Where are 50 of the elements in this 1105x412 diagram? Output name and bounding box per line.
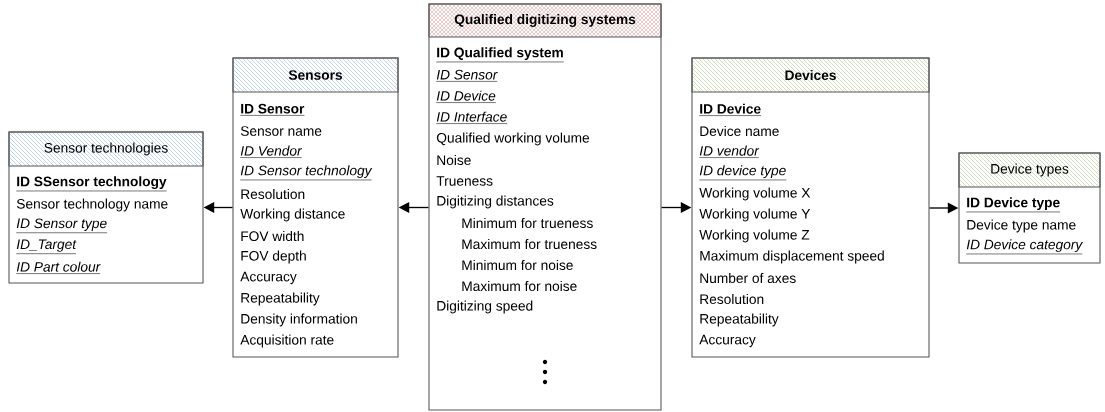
field-text: Repeatability — [700, 313, 779, 327]
field-text: Resolution — [700, 293, 764, 305]
field-text: Working volume Z — [699, 229, 810, 243]
field-text: Repeatability — [241, 292, 320, 306]
field-text: ID Device — [699, 103, 762, 116]
field-text: ID Qualified system — [436, 47, 564, 63]
field-text: Sensor name — [240, 126, 322, 136]
field-text: Working volume X — [699, 187, 811, 201]
field-text: Minimum for trueness — [462, 217, 593, 229]
field-text: ID Interface — [436, 111, 508, 124]
field-text: ID Sensor — [240, 103, 305, 116]
field-text: Number of axes — [700, 272, 796, 284]
field-text: FOV width — [241, 230, 304, 242]
field-text: Digitizing distances — [437, 195, 554, 209]
field-text: Device type name — [967, 219, 1076, 233]
field-text: Working distance — [240, 208, 345, 222]
field-text: Minimum for noise — [462, 259, 573, 271]
field-text: ID Part colour — [16, 261, 101, 274]
field-text: Working volume Y — [699, 208, 811, 222]
field-text: ID Sensor technology — [240, 165, 373, 181]
field-text: Qualified working volume — [436, 132, 590, 146]
table-header: Device types — [958, 152, 1101, 188]
field-text: ID_Target — [16, 239, 77, 254]
field-text: Accuracy — [699, 334, 756, 348]
field-text: Sensor technology name — [16, 198, 168, 212]
field-text: Digitizing speed — [437, 300, 533, 314]
field-text: Maximum for noise — [462, 280, 577, 292]
field-text: Trueness — [436, 176, 493, 186]
field-text: FOV depth — [241, 250, 306, 264]
field-text: Device name — [700, 125, 779, 137]
field-text: ID device type — [699, 165, 787, 181]
field-text: ID Device category — [966, 239, 1083, 255]
field-text: ID Sensor type — [16, 218, 108, 234]
field-text: Acquisition rate — [240, 334, 334, 348]
field-text: ID SSensor technology — [16, 176, 167, 192]
field-text: ID Device type — [966, 197, 1061, 213]
table-header: Sensors — [232, 57, 399, 93]
field-text: Resolution — [241, 188, 305, 200]
field-text: ID Vendor — [240, 145, 303, 158]
table-header: Devices — [691, 57, 930, 93]
field-text: Density information — [241, 313, 357, 327]
table-header: Sensor technologies — [8, 131, 204, 167]
field-text: ID Device — [436, 90, 497, 103]
field-text: ID Sensor — [436, 69, 498, 82]
field-text: Noise — [437, 154, 471, 166]
field-text: Maximum displacement speed — [700, 250, 884, 264]
field-text: ID vendor — [699, 145, 760, 158]
table-header: Qualified digitizing systems — [428, 3, 662, 38]
field-text: Maximum for trueness — [462, 238, 597, 250]
field-text: Accuracy — [240, 271, 297, 285]
